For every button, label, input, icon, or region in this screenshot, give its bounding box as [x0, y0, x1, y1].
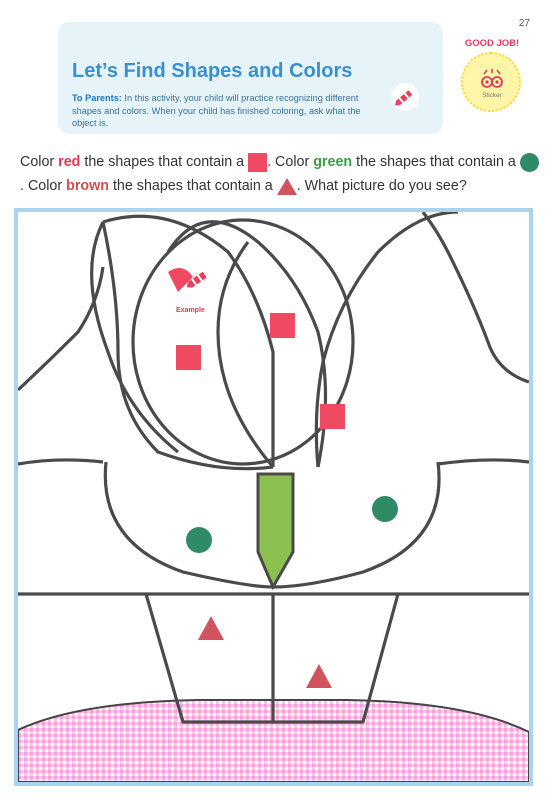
brown-triangle-icon [276, 177, 297, 195]
instruction-text: the shapes that contain a [108, 178, 277, 194]
brown-triangle-marker [198, 616, 224, 640]
instruction-text: . Color [20, 178, 67, 194]
picture-frame [14, 208, 533, 786]
instructions: Color red the shapes that contain a . Co… [20, 150, 540, 198]
page-title: Let’s Find Shapes and Colors [72, 60, 353, 82]
green-circle-marker [372, 496, 398, 522]
left-curtain-line [18, 266, 105, 392]
parents-note: To Parents: In this activity, your child… [72, 92, 372, 130]
right-leaf [272, 461, 441, 589]
green-circle-marker [186, 527, 212, 553]
green-word: green [313, 154, 353, 170]
red-square-marker [270, 313, 295, 338]
background-wave-line [18, 458, 529, 466]
parents-note-label: To Parents: [72, 93, 122, 103]
instruction-text: . What picture do you see? [296, 178, 467, 194]
right-curtain-line [421, 212, 529, 384]
tulip-inner-line [101, 221, 274, 471]
parents-note-panel [58, 22, 443, 134]
tulip-center-petal [166, 220, 328, 468]
sticker-spot: GOOD JOB! Sticker [455, 38, 529, 118]
crayon-icon [391, 83, 419, 111]
left-leaf [103, 461, 274, 589]
red-square-icon [248, 152, 268, 172]
tablecloth-region[interactable] [18, 699, 529, 782]
brown-word: brown [66, 178, 109, 194]
green-circle-icon [519, 152, 539, 172]
sticker-label: Sticker [482, 92, 502, 99]
instruction-text: the shapes that contain a [352, 154, 520, 170]
brown-triangle-marker [306, 664, 332, 688]
parents-note-text: In this activity, your child will practi… [72, 93, 361, 128]
red-square-marker [320, 404, 345, 429]
example-label: Example [176, 307, 205, 314]
instruction-text: . Color [267, 154, 314, 170]
tulip-outer-left [90, 221, 179, 454]
red-square-marker [176, 345, 201, 370]
face-icon [481, 69, 503, 88]
tulip-left-petal [102, 214, 275, 467]
sticker-badge [461, 52, 521, 112]
instruction-text: Color [20, 154, 59, 170]
page-number: 27 [518, 18, 530, 29]
tulip-flower-circle [131, 218, 355, 466]
example-colored-region [168, 268, 193, 292]
red-word: red [58, 154, 81, 170]
sticker-title: GOOD JOB! [464, 38, 520, 49]
tulip-right-petal [314, 212, 459, 468]
tulip-center-petal-2 [216, 241, 275, 469]
coloring-picture: Example [18, 212, 529, 782]
instruction-text: the shapes that contain a [80, 154, 249, 170]
example-crayon-icon [186, 272, 207, 288]
stem[interactable] [256, 472, 295, 591]
